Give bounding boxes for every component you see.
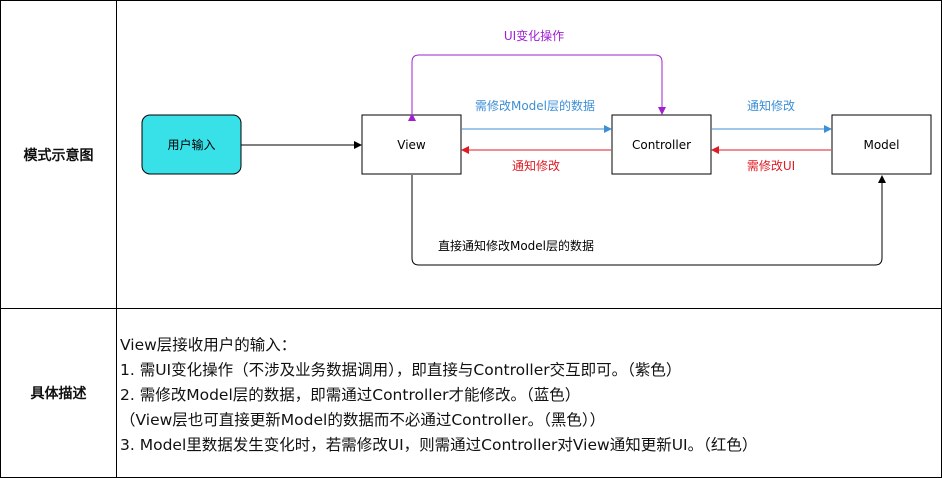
node-controller: Controller xyxy=(611,114,712,175)
table-row-divider xyxy=(0,308,942,309)
description-line: 3. Model里数据发生变化时，若需修改UI，则需通过Controller对V… xyxy=(120,436,758,454)
node-controller-label: Controller xyxy=(632,138,691,152)
table-border-top xyxy=(0,0,942,1)
node-model-label: Model xyxy=(863,138,899,152)
node-user-input-label: 用户输入 xyxy=(167,137,215,152)
edge-ui-change-label: UI变化操作 xyxy=(504,28,564,43)
edge-view-to-controller-label: 需修改Model层的数据 xyxy=(475,98,595,113)
node-user-input: 用户输入 xyxy=(141,114,242,175)
mvc-diagram: 用户输入 View Controller Model UI变化操作 需修改Mod… xyxy=(141,28,932,266)
row-label-description: 具体描述 xyxy=(30,386,87,402)
description-line: （View层也可直接更新Model的数据而不必通过Controller。（黑色）… xyxy=(120,411,606,429)
description-line: 1. 需UI变化操作（不涉及业务数据调用），即直接与Controller交互即可… xyxy=(120,361,682,379)
table-column-divider xyxy=(116,0,117,478)
description-text: View层接收用户的输入： 1. 需UI变化操作（不涉及业务数据调用），即直接与… xyxy=(120,333,935,458)
node-view: View xyxy=(361,114,462,175)
table-border-left xyxy=(0,0,1,478)
edge-controller-to-view-label: 通知修改 xyxy=(512,158,560,173)
edge-controller-to-model-label: 通知修改 xyxy=(747,98,795,113)
description-line: 2. 需修改Model层的数据，即需通过Controller才能修改。（蓝色） xyxy=(120,386,581,404)
row-label-diagram: 模式示意图 xyxy=(23,147,94,164)
edge-view-to-model-direct-label: 直接通知修改Model层的数据 xyxy=(438,238,594,253)
edge-view-to-model-direct xyxy=(411,175,886,266)
node-model: Model xyxy=(831,114,932,175)
node-view-label: View xyxy=(397,138,426,152)
description-line: View层接收用户的输入： xyxy=(120,336,297,354)
edge-model-to-controller-label: 需修改UI xyxy=(747,158,795,173)
edge-ui-change xyxy=(408,54,666,121)
